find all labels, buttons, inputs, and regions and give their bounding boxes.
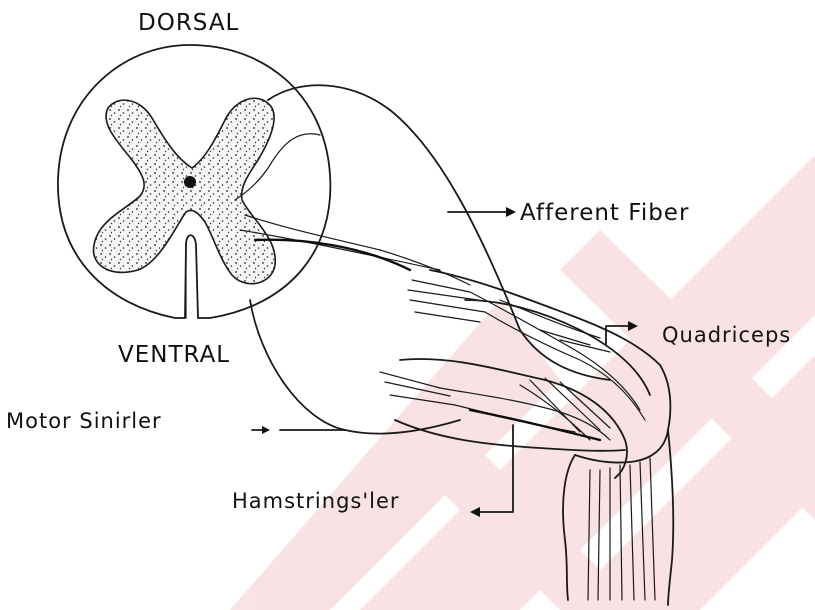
motor-nerves-label: Motor Sinirler (6, 409, 162, 433)
afferent-fiber-label: Afferent Fiber (520, 200, 689, 226)
hamstrings-label: Hamstrings'ler (232, 489, 400, 513)
quadriceps-label: Quadriceps (662, 323, 791, 347)
ventral-label: VENTRAL (118, 342, 230, 368)
spinal-cord-cross-section (58, 45, 330, 318)
dorsal-label: DORSAL (138, 10, 239, 36)
